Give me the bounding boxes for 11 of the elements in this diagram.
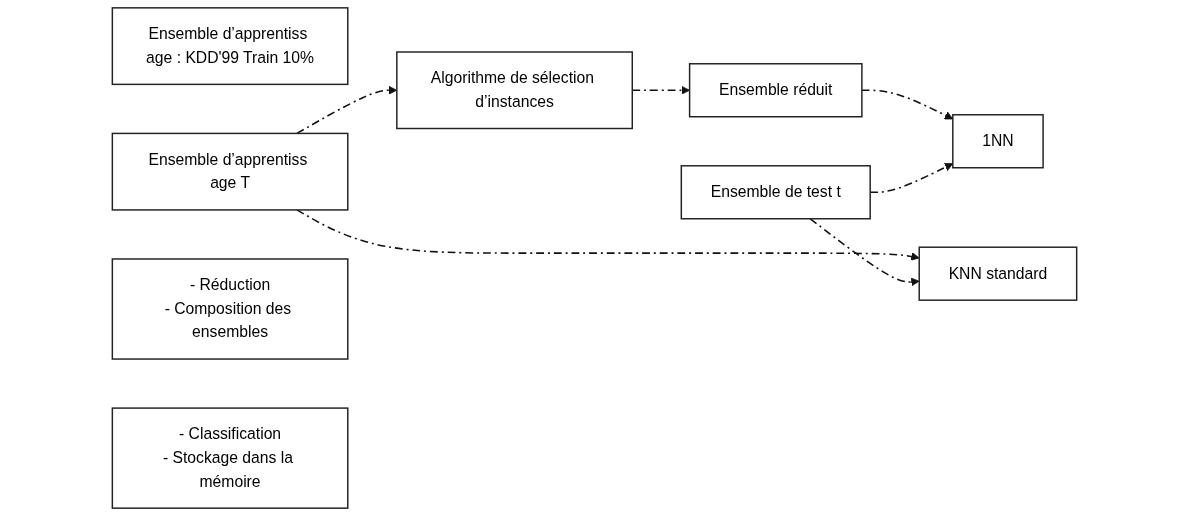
node-box: 1NN xyxy=(952,114,1044,169)
node-box: - Réduction - Composition des ensembles xyxy=(111,258,349,360)
node-box: Ensemble de test t xyxy=(680,165,871,220)
node-box: KNN standard xyxy=(918,246,1078,301)
node-box: - Classification - Stockage dans la mémoire xyxy=(111,407,349,509)
node-box: Ensemble d’apprentiss age T xyxy=(111,132,349,211)
node-box: Ensemble d’apprentiss age : KDD'99 Train 10% xyxy=(111,7,349,86)
node-box: Algorithme de sélection d’instances xyxy=(396,51,633,130)
node-box: Ensemble réduit xyxy=(688,63,863,118)
arrow xyxy=(296,209,920,261)
arrow xyxy=(809,217,920,287)
